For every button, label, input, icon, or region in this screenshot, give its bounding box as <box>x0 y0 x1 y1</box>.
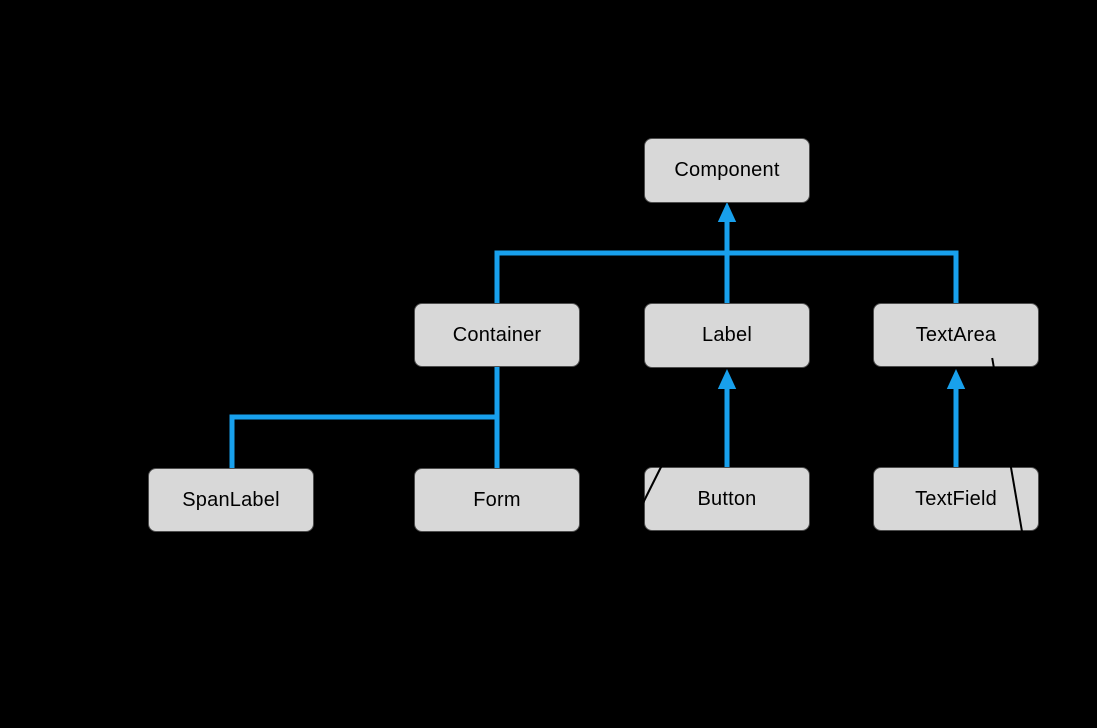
node-spanlabel-label: SpanLabel <box>182 488 280 511</box>
node-textfield-label: TextField <box>915 487 997 510</box>
arrowhead-into-component <box>717 202 737 222</box>
node-spanlabel: SpanLabel <box>148 468 314 532</box>
node-textarea: TextArea <box>873 303 1039 367</box>
node-container-label: Container <box>452 323 542 346</box>
node-container: Container <box>414 303 580 367</box>
node-component: Component <box>644 138 810 203</box>
node-button-label: Button <box>697 487 757 510</box>
node-textarea-label: TextArea <box>915 323 997 346</box>
node-label: Label <box>644 303 810 368</box>
arrowhead-into-textarea <box>946 369 966 389</box>
node-component-label: Component <box>674 159 780 181</box>
node-button: Button <box>644 467 810 531</box>
arrowhead-into-label <box>717 369 737 389</box>
node-form-label: Form <box>473 488 521 511</box>
node-form: Form <box>414 468 580 532</box>
node-label-label: Label <box>702 324 752 346</box>
node-textfield: TextField <box>873 467 1039 531</box>
